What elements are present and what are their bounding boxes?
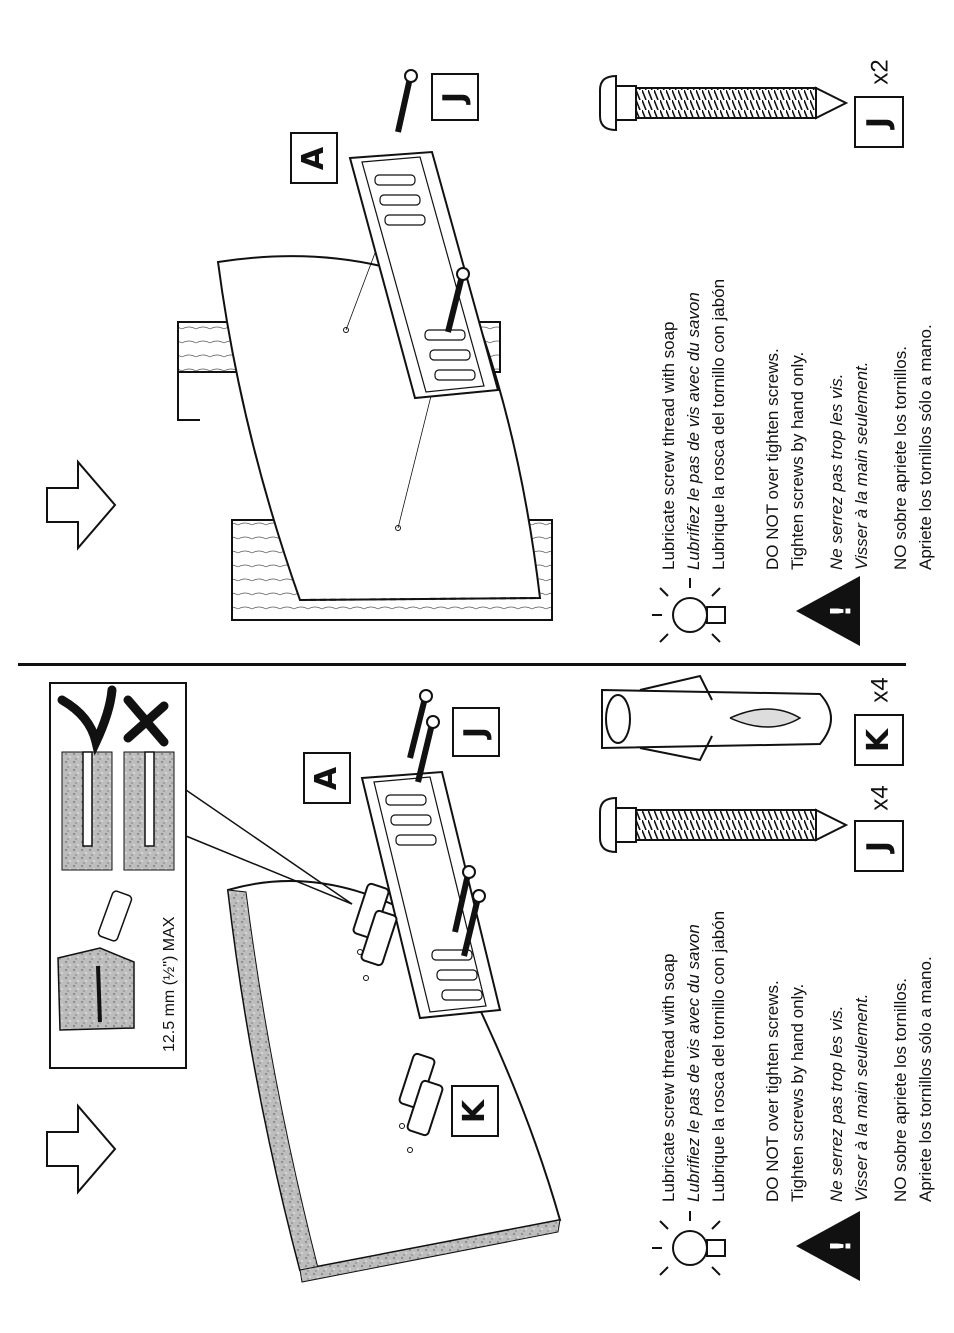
screw-bottom-pair-1 xyxy=(407,689,440,783)
screw-j-part-bottom xyxy=(599,796,849,854)
warning-tighten-bottom: DO NOT over tighten screws. Tighten scre… xyxy=(760,956,938,1202)
warning-es-2: Apriete los tornillos sólo a mano. xyxy=(916,324,935,570)
label-j-bottom-illustration: J xyxy=(452,707,500,757)
label-j-top-illustration: J xyxy=(431,73,479,121)
quantity-bottom-j: x4 xyxy=(866,785,894,811)
quantity-top-j: x2 xyxy=(866,59,894,85)
rail-a-top xyxy=(348,150,500,400)
label-j-bottom-part: J xyxy=(854,820,904,872)
tip-lubricate-en: Lubricate screw thread with soap xyxy=(659,321,678,570)
tip-lubricate-top: Lubricate screw thread with soap Lubrifi… xyxy=(656,279,731,570)
anchor-k-part xyxy=(601,674,832,762)
svg-text:!: ! xyxy=(824,605,857,618)
screw-top-2 xyxy=(445,267,470,333)
warning-es-1: NO sobre apriete los tornillos. xyxy=(891,978,910,1202)
warning-es-1: NO sobre apriete los tornillos. xyxy=(891,346,910,570)
warning-en-1: DO NOT over tighten screws. xyxy=(763,348,782,570)
lightbulb-icon-top xyxy=(652,578,726,643)
anchor-pair-2 xyxy=(398,1052,444,1153)
inset-detail xyxy=(49,682,353,1069)
warning-tighten-top: DO NOT over tighten screws. Tighten scre… xyxy=(760,324,938,570)
warning-en-2: Tighten screws by hand only. xyxy=(788,983,807,1202)
step-arrow-icon-top xyxy=(46,459,117,551)
inset-dimension-text: 12.5 mm (½") MAX xyxy=(161,916,178,1052)
anchor-pair-1 xyxy=(352,882,398,981)
warning-es-2: Apriete los tornillos sólo a mano. xyxy=(916,956,935,1202)
tip-lubricate-es: Lubrique la rosca del tornillo con jabón xyxy=(709,278,728,570)
screw-top-1 xyxy=(395,69,418,133)
rail-a-bottom xyxy=(360,770,502,1020)
masonry-wall xyxy=(226,880,562,1283)
warning-fr-1: Ne serrez pas trop les vis. xyxy=(827,373,846,570)
tip-lubricate-es: Lubrique la rosca del tornillo con jabón xyxy=(709,910,728,1202)
warning-fr-2: Visser à la main seulement. xyxy=(852,993,871,1202)
lightbulb-icon-bottom xyxy=(652,1211,726,1276)
label-j-top-part: J xyxy=(854,96,904,148)
tip-lubricate-en: Lubricate screw thread with soap xyxy=(659,953,678,1202)
label-k-bottom-part: K xyxy=(854,714,904,766)
screw-bottom-pair-2 xyxy=(452,865,486,957)
svg-text:!: ! xyxy=(824,1240,857,1253)
warning-icon-top: ! xyxy=(796,576,860,646)
label-a-bottom-illustration: A xyxy=(303,752,351,804)
tip-lubricate-fr: Lubrifiez le pas de vis avec du savon xyxy=(684,924,703,1202)
quantity-bottom-k: x4 xyxy=(866,677,894,703)
step-divider xyxy=(18,663,906,666)
warning-fr-1: Ne serrez pas trop les vis. xyxy=(827,1005,846,1202)
tip-lubricate-bottom: Lubricate screw thread with soap Lubrifi… xyxy=(656,911,731,1202)
warning-en-2: Tighten screws by hand only. xyxy=(788,351,807,570)
warning-fr-2: Visser à la main seulement. xyxy=(852,361,871,570)
tip-lubricate-fr: Lubrifiez le pas de vis avec du savon xyxy=(684,292,703,570)
check-icon xyxy=(57,685,117,756)
step-arrow-icon-bottom xyxy=(46,1103,117,1195)
label-k-bottom-illustration: K xyxy=(451,1085,499,1137)
warning-icon-bottom: ! xyxy=(796,1211,860,1281)
screw-j-part-top xyxy=(599,74,849,132)
label-a-top-illustration: A xyxy=(290,132,338,184)
warning-en-1: DO NOT over tighten screws. xyxy=(763,980,782,1202)
cross-icon xyxy=(123,695,169,747)
